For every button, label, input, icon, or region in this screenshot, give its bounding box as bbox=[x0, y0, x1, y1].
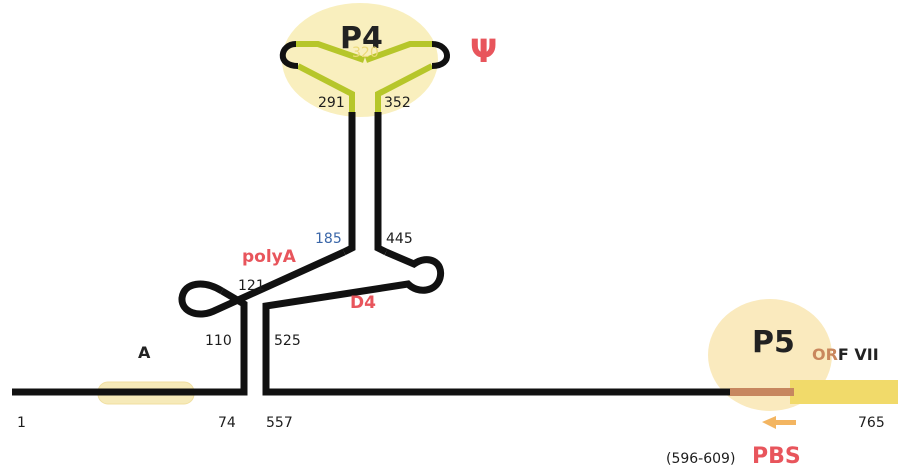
strand-left bbox=[12, 326, 248, 396]
stem-center-right bbox=[374, 112, 388, 256]
stem-left-lower bbox=[220, 287, 248, 328]
polya-label: polyA bbox=[242, 247, 297, 267]
pos-352: 352 bbox=[384, 95, 411, 111]
pos-121: 121 bbox=[238, 278, 265, 294]
pos-525: 525 bbox=[274, 333, 301, 349]
pos-557: 557 bbox=[266, 415, 293, 431]
pos-185: 185 bbox=[315, 231, 342, 247]
strand-right bbox=[262, 326, 730, 396]
p4-loop-right bbox=[431, 41, 450, 69]
p4-green-inner-left bbox=[296, 41, 365, 63]
p4-green-stem-left bbox=[296, 63, 355, 112]
hairpin-loop-left bbox=[178, 248, 346, 318]
p4-label: P4 bbox=[340, 21, 383, 56]
pbs-label: PBS bbox=[752, 444, 801, 469]
psi-label: Ψ bbox=[470, 32, 497, 70]
orf-suffix: F VII bbox=[838, 345, 879, 364]
p5-label: P5 bbox=[752, 325, 795, 360]
region-a-label: A bbox=[138, 343, 151, 362]
orf-prefix: OR bbox=[812, 345, 838, 364]
hairpin-loop-right bbox=[262, 248, 445, 328]
pos-320: 320 bbox=[352, 45, 379, 61]
pbs-arrow bbox=[762, 416, 796, 429]
d4-label: D4 bbox=[350, 293, 376, 313]
orf-vii-bar bbox=[790, 380, 898, 404]
pos-1: 1 bbox=[17, 415, 26, 431]
pos-445: 445 bbox=[386, 231, 413, 247]
pbs-segment bbox=[730, 388, 794, 396]
pos-765: 765 bbox=[858, 415, 885, 431]
pbs-range-label: (596-609) bbox=[666, 451, 735, 467]
stem-center-left bbox=[342, 112, 356, 256]
p4-green-inner-right bbox=[364, 41, 432, 63]
p4-green-stem-right bbox=[375, 63, 434, 112]
pos-74: 74 bbox=[218, 415, 236, 431]
orf-vii-label: ORF VII bbox=[812, 345, 879, 364]
pos-110: 110 bbox=[205, 333, 232, 349]
p4-loop-left bbox=[279, 41, 299, 69]
pos-291: 291 bbox=[318, 95, 345, 111]
